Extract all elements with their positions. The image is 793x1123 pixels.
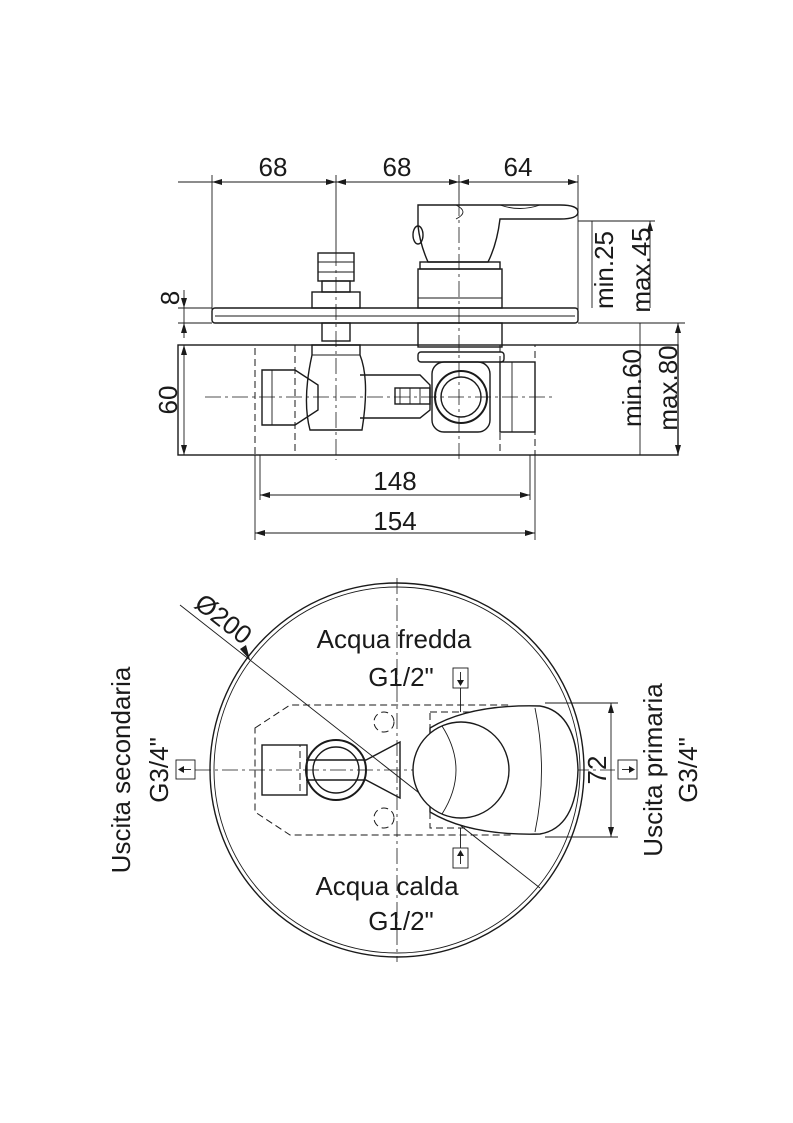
- dim-depth-max: max.80: [653, 345, 683, 430]
- cold-water-inlet: Acqua fredda G1/2": [317, 624, 472, 712]
- dim-handle-min: min.25: [589, 231, 619, 309]
- arrow-right-icon: [617, 759, 638, 780]
- mixer-handle-front: [412, 705, 579, 835]
- outlet-height-dimension: 72: [545, 702, 618, 838]
- body-height-dimension: 60: [153, 345, 187, 455]
- arrow-left-icon: [175, 759, 196, 780]
- installation-depth-dimension: min.60 max.80: [578, 322, 685, 455]
- width-dimensions: 148 154: [254, 455, 536, 540]
- side-view: 68 68 64 8: [153, 152, 685, 540]
- front-view: Ø200: [106, 578, 703, 962]
- diverter-knob-front: [261, 739, 401, 801]
- handle-projection-dimension: min.25 max.45: [578, 220, 656, 313]
- secondary-outlet-label: Uscita secondaria: [106, 666, 136, 873]
- dim-8: 8: [155, 291, 185, 305]
- dim-154: 154: [373, 506, 416, 536]
- primary-outlet-thread: G3/4": [673, 737, 703, 803]
- plate-thickness-dimension: 8: [155, 290, 212, 338]
- top-dimension-chain: 68 68 64: [178, 152, 579, 310]
- hot-water-label: Acqua calda: [315, 871, 459, 901]
- primary-outlet: Uscita primaria G3/4": [617, 683, 703, 857]
- cold-water-label: Acqua fredda: [317, 624, 472, 654]
- primary-outlet-label: Uscita primaria: [638, 683, 668, 857]
- dim-148: 148: [373, 466, 416, 496]
- dim-68-left: 68: [259, 152, 288, 182]
- hot-water-thread: G1/2": [368, 906, 434, 936]
- dim-64-right: 64: [504, 152, 533, 182]
- dim-60: 60: [153, 386, 183, 415]
- hot-water-inlet: Acqua calda G1/2": [315, 828, 469, 936]
- mixer-handle: [412, 204, 579, 348]
- dim-diameter-200: Ø200: [189, 588, 258, 651]
- cover-plate: [211, 307, 579, 324]
- secondary-outlet: Uscita secondaria G3/4": [106, 666, 196, 873]
- cold-water-thread: G1/2": [368, 662, 434, 692]
- dim-handle-max: max.45: [626, 227, 656, 312]
- dim-72: 72: [582, 756, 612, 785]
- dim-depth-min: min.60: [617, 349, 647, 427]
- secondary-outlet-thread: G3/4": [144, 737, 174, 803]
- valve-body: [261, 344, 536, 433]
- dim-68-middle: 68: [383, 152, 412, 182]
